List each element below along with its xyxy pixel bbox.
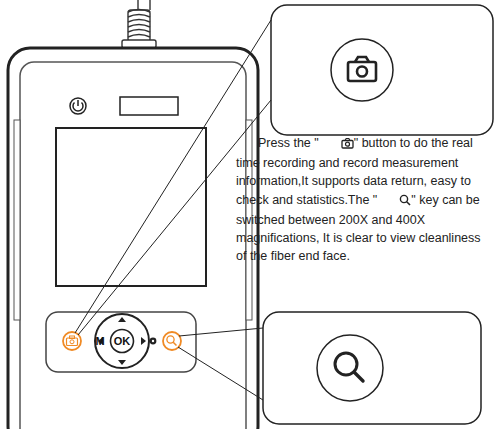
button-panel — [46, 312, 196, 372]
callout-box — [263, 312, 481, 424]
description-paragraph: Press the "" button to do the real time … — [236, 134, 490, 265]
camera-icon — [331, 39, 393, 101]
button-label: OK — [114, 336, 131, 347]
navigation-pad — [95, 314, 149, 368]
callout-box — [271, 5, 493, 135]
magnifier-icon — [317, 335, 383, 401]
device-bezel — [20, 62, 246, 429]
device-housing — [8, 48, 258, 429]
cable — [122, 0, 156, 48]
power-button — [70, 98, 86, 114]
magnifier-glyph — [377, 193, 411, 211]
button-label: M — [95, 336, 104, 347]
description-text: Press the " — [258, 136, 319, 150]
camera-glyph — [319, 136, 354, 154]
indicator-window — [120, 97, 178, 115]
settings-symbol — [150, 338, 157, 345]
leader-line — [75, 20, 271, 400]
